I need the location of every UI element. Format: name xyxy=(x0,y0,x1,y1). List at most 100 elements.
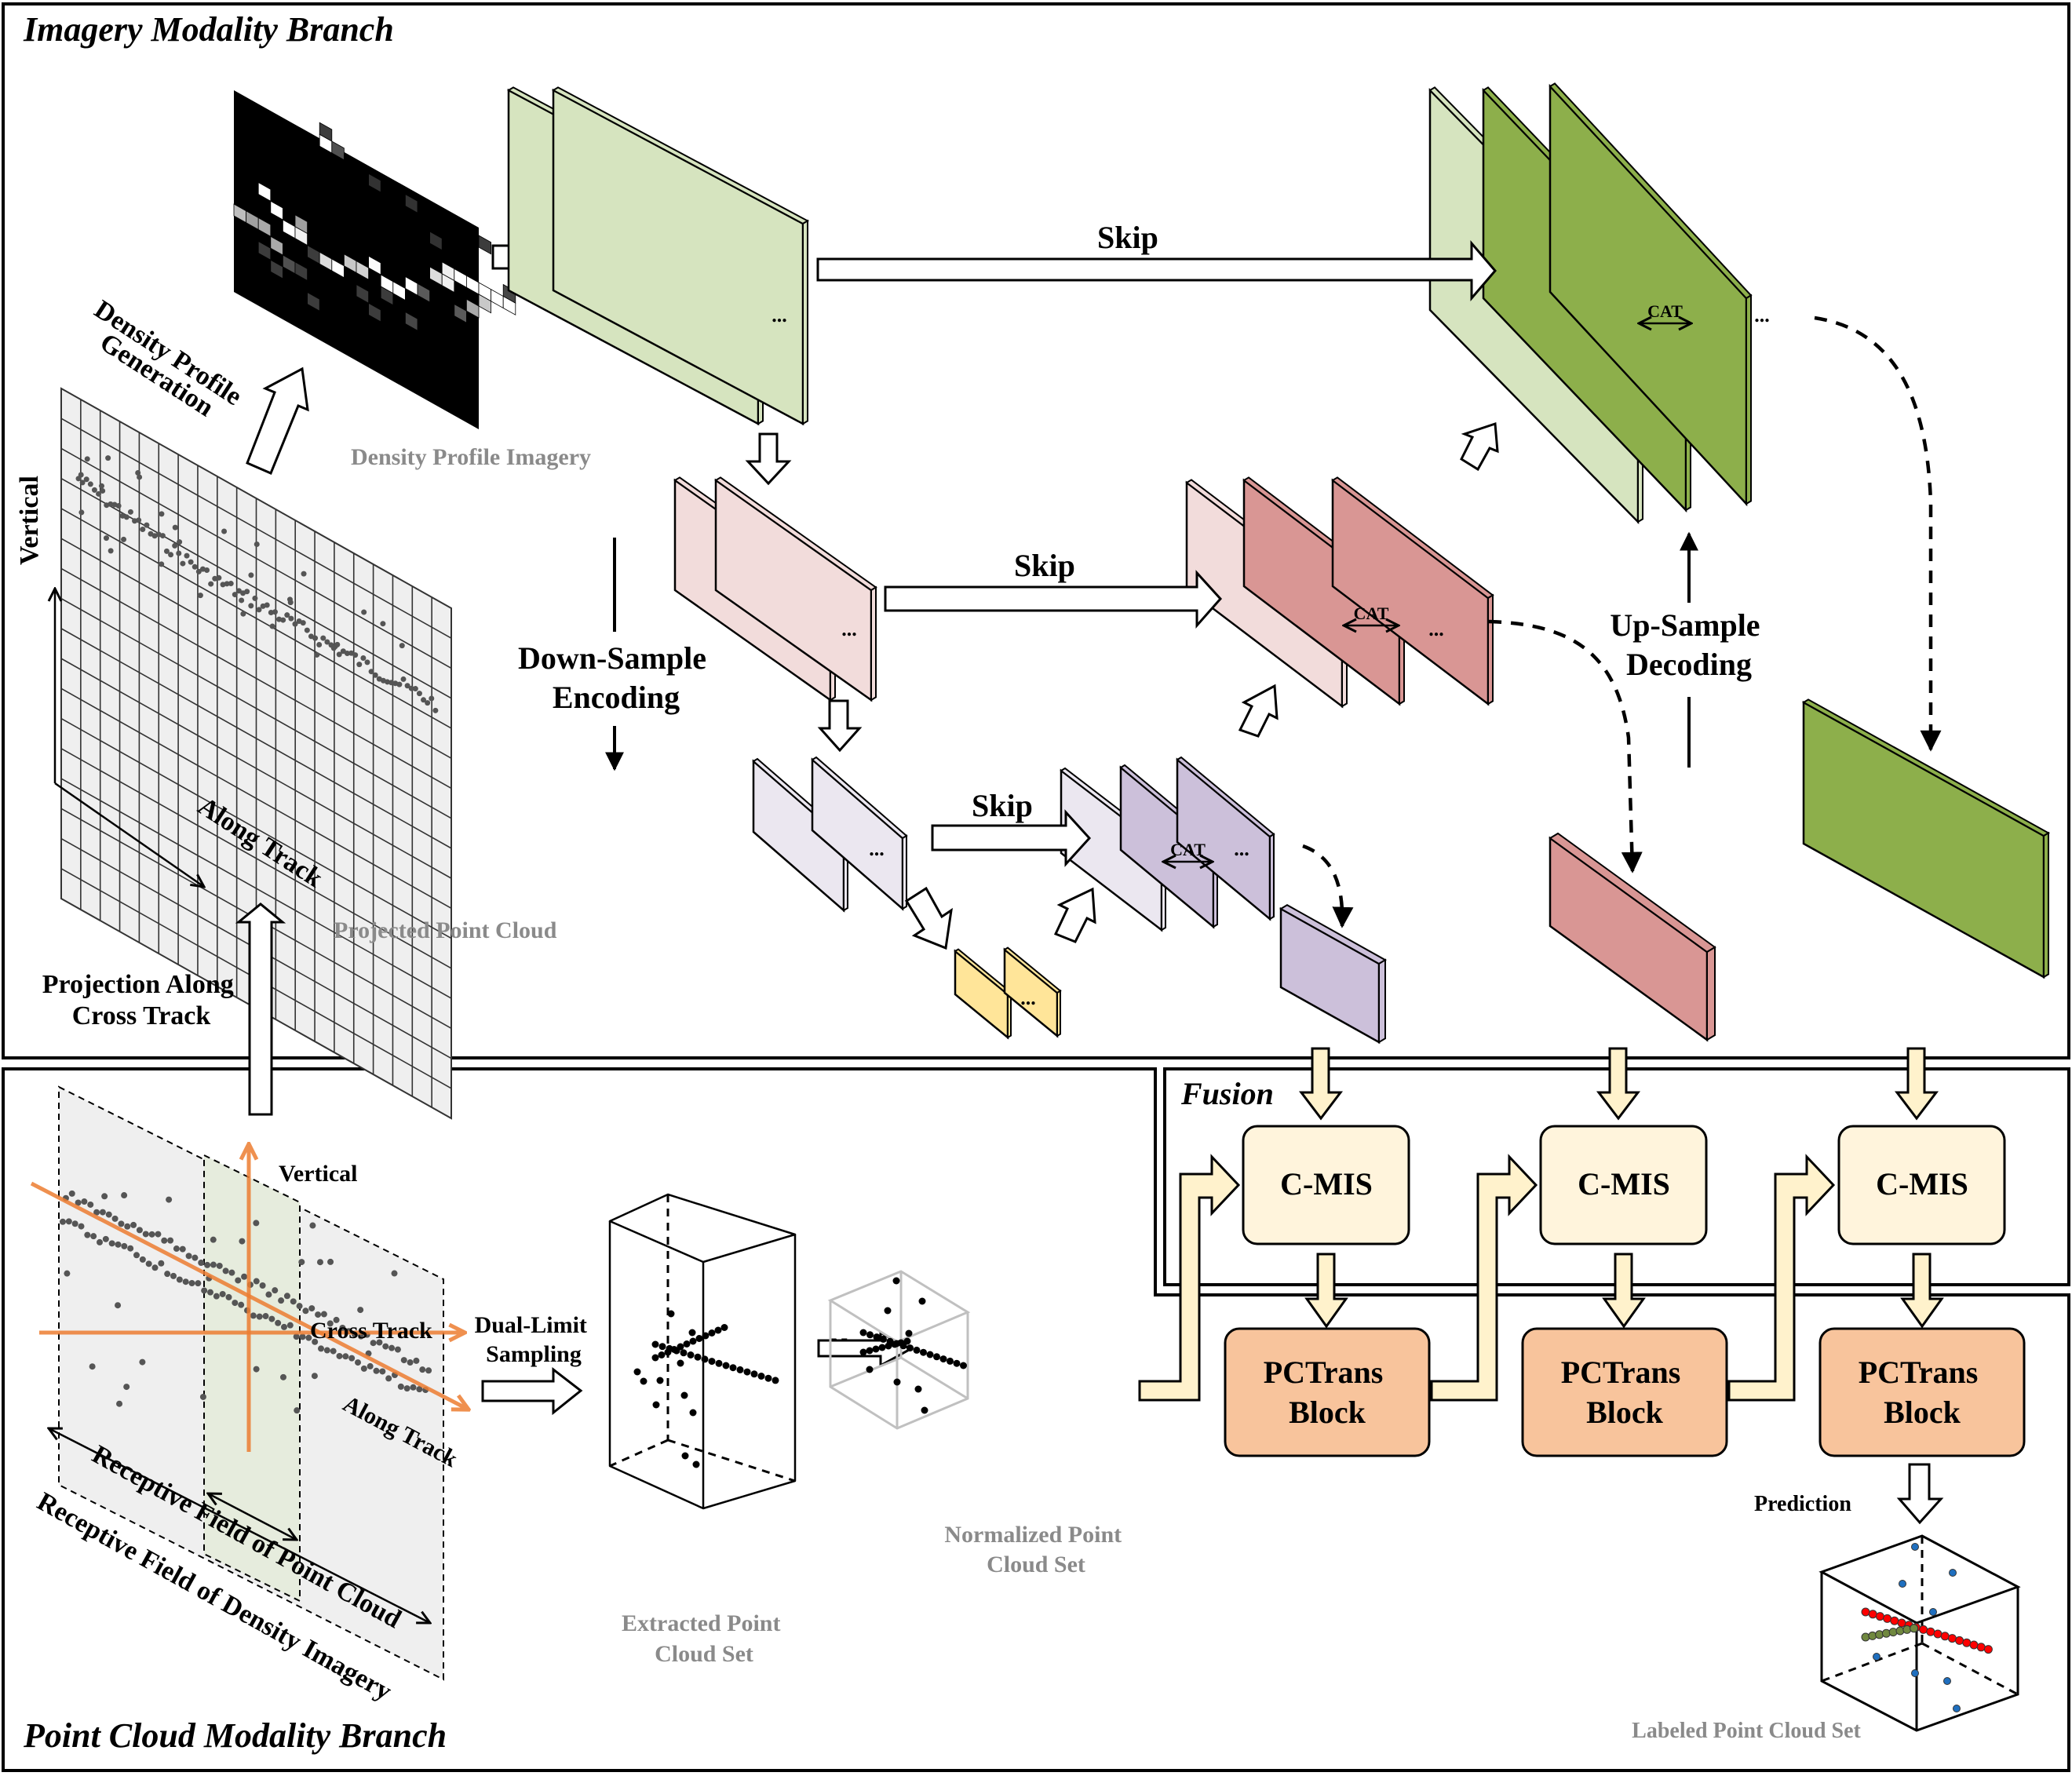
point xyxy=(101,1193,108,1200)
point xyxy=(670,1346,678,1353)
point-green xyxy=(1875,1630,1884,1639)
point xyxy=(905,1329,913,1337)
point xyxy=(891,1340,899,1348)
point xyxy=(65,1218,72,1225)
point xyxy=(320,1311,327,1318)
point-green xyxy=(1888,1628,1898,1637)
down-sample-label: Down-Sample Encoding xyxy=(518,640,714,715)
point xyxy=(93,1209,100,1216)
point xyxy=(920,1348,927,1356)
point-red xyxy=(1955,1636,1964,1645)
bottleneck-plate-b xyxy=(1003,946,1062,1038)
point xyxy=(382,1343,389,1350)
up-arrow-2 xyxy=(1238,684,1279,738)
point xyxy=(336,651,342,658)
point xyxy=(108,501,114,507)
point xyxy=(689,1337,697,1345)
grid-line xyxy=(60,748,452,969)
point xyxy=(399,643,405,649)
point xyxy=(221,528,228,534)
point xyxy=(701,1355,709,1363)
point xyxy=(278,1297,285,1304)
point-blue xyxy=(1911,1669,1919,1677)
point xyxy=(933,1353,940,1361)
fusion-input-arrow-2 xyxy=(1596,1047,1641,1121)
point xyxy=(192,1254,199,1261)
point-red xyxy=(1940,1632,1950,1641)
point-red xyxy=(1926,1627,1935,1636)
imagery-branch-title: Imagery Modality Branch xyxy=(23,10,394,49)
point-green xyxy=(1881,1628,1891,1638)
point xyxy=(664,1348,672,1356)
grid-line xyxy=(60,628,452,849)
point xyxy=(127,509,133,515)
point xyxy=(367,1362,374,1369)
point xyxy=(79,480,86,486)
point xyxy=(772,1377,779,1384)
point xyxy=(334,641,341,647)
point xyxy=(252,595,258,601)
point xyxy=(137,474,143,480)
point xyxy=(680,1391,688,1399)
point xyxy=(312,1338,319,1345)
point xyxy=(124,1223,131,1230)
point xyxy=(651,1354,659,1362)
point xyxy=(667,1310,675,1318)
point xyxy=(133,1252,140,1259)
point xyxy=(352,652,359,658)
point xyxy=(161,1237,168,1244)
point xyxy=(235,588,242,594)
point xyxy=(151,1264,159,1271)
plate-side xyxy=(1056,989,1061,1038)
point xyxy=(244,589,250,595)
point xyxy=(78,509,85,516)
labeled-point-cloud-cube xyxy=(1818,1534,2021,1732)
extracted-points xyxy=(633,1310,779,1468)
density-cell xyxy=(478,294,491,314)
point xyxy=(272,609,278,615)
point xyxy=(99,1209,106,1216)
point xyxy=(658,1343,666,1351)
plate-side xyxy=(902,834,907,910)
point xyxy=(720,1324,728,1331)
point xyxy=(136,1227,143,1234)
point xyxy=(866,1347,874,1355)
point xyxy=(702,1332,710,1340)
plate-side xyxy=(802,219,808,425)
point xyxy=(320,635,326,641)
ellipsis: ... xyxy=(841,618,857,640)
point xyxy=(683,1340,691,1347)
grid-line xyxy=(60,778,452,999)
plate-face xyxy=(1549,836,1709,1042)
point xyxy=(878,1344,886,1351)
point xyxy=(180,560,186,567)
point xyxy=(111,1215,119,1222)
density-cell xyxy=(331,258,345,279)
point xyxy=(918,1297,926,1305)
point xyxy=(268,1315,275,1322)
point xyxy=(652,1401,660,1409)
elbow-arrow-pctrans1-to-cmis2 xyxy=(1430,1154,1538,1402)
point xyxy=(188,559,194,565)
point-red xyxy=(1919,1625,1928,1634)
point-blue xyxy=(1949,1569,1957,1577)
point xyxy=(288,615,294,622)
point xyxy=(159,511,165,517)
point xyxy=(364,659,370,666)
grid-line xyxy=(60,538,452,759)
point xyxy=(60,1218,66,1225)
point xyxy=(688,1329,696,1337)
point xyxy=(170,1272,177,1279)
point xyxy=(743,1368,751,1376)
elbow-arrow-pctrans2-to-cmis3 xyxy=(1727,1154,1836,1402)
point xyxy=(757,1373,765,1380)
fusion-input-arrow-3 xyxy=(1894,1047,1939,1121)
point xyxy=(355,1359,361,1366)
point xyxy=(885,1342,892,1350)
point xyxy=(90,1233,97,1240)
point xyxy=(425,1367,432,1374)
density-cell xyxy=(294,214,308,235)
imagery-branch-frame xyxy=(2,2,2070,1059)
point xyxy=(736,1366,744,1373)
density-generation-arrow xyxy=(246,367,309,475)
